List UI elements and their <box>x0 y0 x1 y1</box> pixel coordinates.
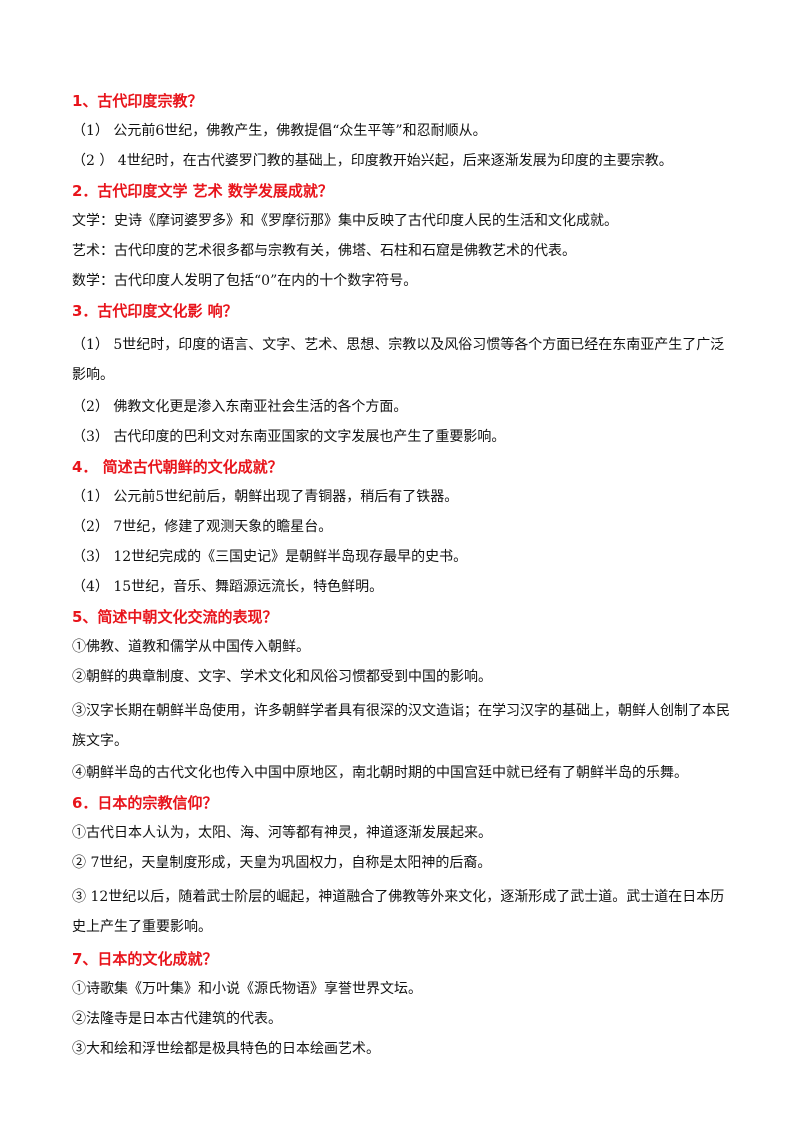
text-line: （3） 古代印度的巴利文对东南亚国家的文字发展也产生了重要影响。 <box>72 429 506 445</box>
section-heading: 7、日本的文化成就？ <box>72 950 218 968</box>
text-line: ③ 12世纪以后，随着武士阶层的崛起，神道融合了佛教等外来文化，逐渐形成了武士道… <box>72 889 725 935</box>
text-line: ①诗歌集《万叶集》和小说《源氏物语》享誉世界文坛。 <box>72 981 422 997</box>
text-line: （3） 12世纪完成的《三国史记》是朝鲜半岛现存最早的史书。 <box>72 549 468 565</box>
text-line: ②朝鲜的典章制度、文字、学术文化和风俗习惯都受到中国的影响。 <box>72 669 492 685</box>
text-line: （1） 公元前5世纪前后，朝鲜出现了青铜器，稍后有了铁器。 <box>72 489 459 505</box>
section-2: 2．古代印度文学 艺术 数学发展成就？ 文学：史诗《摩诃婆罗多》和《罗摩衍那》集… <box>72 180 732 292</box>
text-line: ①佛教、道教和儒学从中国传入朝鲜。 <box>72 639 310 655</box>
section-1: 1、古代印度宗教？ （1） 公元前6世纪，佛教产生，佛教提倡“众生平等”和忍耐顺… <box>72 90 732 172</box>
text-line: ② 7世纪，天皇制度形成，天皇为巩固权力，自称是太阳神的后裔。 <box>72 855 492 871</box>
text-line: ④朝鲜半岛的古代文化也传入中国中原地区，南北朝时期的中国宫廷中就已经有了朝鲜半岛… <box>72 765 688 781</box>
document-content: 1、古代印度宗教？ （1） 公元前6世纪，佛教产生，佛教提倡“众生平等”和忍耐顺… <box>72 90 732 1068</box>
section-heading: 3．古代印度文化影 响？ <box>72 302 238 320</box>
section-heading: 6．日本的宗教信仰？ <box>72 794 218 812</box>
section-7: 7、日本的文化成就？ ①诗歌集《万叶集》和小说《源氏物语》享誉世界文坛。 ②法隆… <box>72 948 732 1060</box>
text-line: （2） 7世纪，修建了观测天象的瞻星台。 <box>72 519 333 535</box>
text-line: ③大和绘和浮世绘都是极具特色的日本绘画艺术。 <box>72 1041 380 1057</box>
text-line: ①古代日本人认为，太阳、海、河等都有神灵，神道逐渐发展起来。 <box>72 825 492 841</box>
text-line: 文学：史诗《摩诃婆罗多》和《罗摩衍那》集中反映了古代印度人民的生活和文化成就。 <box>72 213 618 229</box>
section-heading: 1、古代印度宗教？ <box>72 92 203 110</box>
section-5: 5、简述中朝文化交流的表现？ ①佛教、道教和儒学从中国传入朝鲜。 ②朝鲜的典章制… <box>72 606 732 784</box>
section-heading: 4． 简述古代朝鲜的文化成就？ <box>72 458 283 476</box>
section-4: 4． 简述古代朝鲜的文化成就？ （1） 公元前5世纪前后，朝鲜出现了青铜器，稍后… <box>72 456 732 598</box>
text-line: 艺术：古代印度的艺术很多都与宗教有关，佛塔、石柱和石窟是佛教艺术的代表。 <box>72 243 576 259</box>
text-line: （2） 佛教文化更是渗入东南亚社会生活的各个方面。 <box>72 399 408 415</box>
text-line: （4） 15世纪，音乐、舞蹈源远流长，特色鲜明。 <box>72 579 384 595</box>
section-heading: 2．古代印度文学 艺术 数学发展成就？ <box>72 182 333 200</box>
section-6: 6．日本的宗教信仰？ ①古代日本人认为，太阳、海、河等都有神灵，神道逐渐发展起来… <box>72 792 732 942</box>
text-line: ②法隆寺是日本古代建筑的代表。 <box>72 1011 282 1027</box>
text-line: （1） 公元前6世纪，佛教产生，佛教提倡“众生平等”和忍耐顺从。 <box>72 123 487 139</box>
text-line: （1） 5世纪时，印度的语言、文字、艺术、思想、宗教以及风俗习惯等各个方面已经在… <box>72 337 725 383</box>
text-line: 数学：古代印度人发明了包括“0”在内的十个数字符号。 <box>72 273 418 289</box>
text-line: （2 ） 4世纪时，在古代婆罗门教的基础上，印度教开始兴起，后来逐渐发展为印度的… <box>72 153 673 169</box>
section-3: 3．古代印度文化影 响？ （1） 5世纪时，印度的语言、文字、艺术、思想、宗教以… <box>72 300 732 448</box>
section-heading: 5、简述中朝文化交流的表现？ <box>72 608 278 626</box>
text-line: ③汉字长期在朝鲜半岛使用，许多朝鲜学者具有很深的汉文造诣；在学习汉字的基础上，朝… <box>72 703 730 749</box>
